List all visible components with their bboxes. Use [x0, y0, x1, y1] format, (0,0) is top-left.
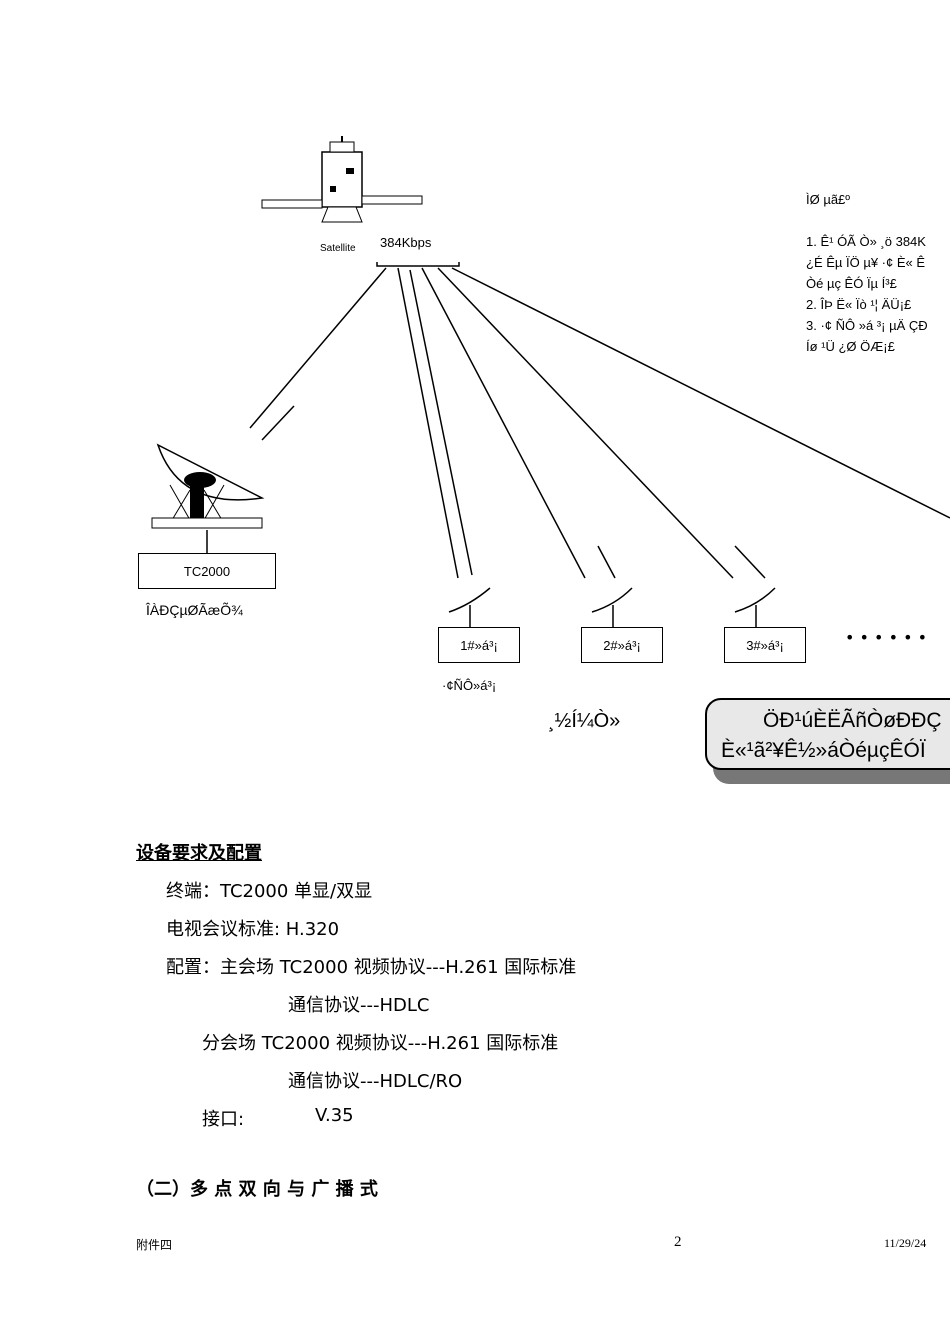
note-line: Íø ¹Ü ¿Ø ÖÆ¡£	[806, 339, 895, 354]
note-line: ¿É Êµ ÏÖ µ¥ ·¢ È« Ê	[806, 255, 926, 270]
bandwidth-label: 384Kbps	[380, 235, 432, 250]
satellite-label: Satellite	[320, 243, 356, 254]
note-line: 1. Ê¹ ÓÃ Ò» ¸ö 384K	[806, 234, 926, 249]
figure-caption: ¸½Í¼Ò»	[548, 710, 621, 732]
ellipsis: • • • • • •	[845, 628, 928, 647]
remote-station-box: 3#»á³¡	[724, 627, 806, 663]
subheading: （二）多 点 双 向 与 广 播 式	[136, 1179, 378, 1200]
body-line: 电视会议标准: H.320	[166, 919, 340, 940]
body-line: 配置：主会场 TC2000 视频协议---H.261 国际标准	[166, 957, 577, 978]
callout-line: ÖÐ¹úÈËÃñÒøÐÐÇ	[763, 709, 942, 732]
footer-date: 11/29/24	[884, 1236, 927, 1250]
body-line: 终端：TC2000 单显/双显	[166, 881, 373, 902]
callout-box: ÖÐ¹úÈËÃñÒøÐÐÇ È«¹ã²¥Ê½»áÒéµçÊÓÏ	[705, 698, 950, 770]
body-line: 接口:	[202, 1109, 245, 1130]
body-line: 分会场 TC2000 视频协议---H.261 国际标准	[202, 1033, 559, 1054]
callout-line: È«¹ã²¥Ê½»áÒéµçÊÓÏ	[721, 739, 926, 762]
features-note: ÌØ µã£º 1. Ê¹ ÓÃ Ò» ¸ö 384K ¿É Êµ ÏÖ µ¥ …	[806, 189, 928, 357]
note-line: 3. ·¢ ÑÔ »á ³¡ µÄ ÇÐ	[806, 318, 928, 333]
remote-station-box: 2#»á³¡	[581, 627, 663, 663]
main-station-caption: ÎÀÐÇµØÃæÕ¾	[146, 602, 243, 618]
remote-caption: ·¢ÑÔ»á³¡	[442, 678, 497, 693]
satellite-icon	[261, 136, 423, 223]
note-line: ÌØ µã£º	[806, 192, 851, 207]
note-line: 2. ÎÞ Ë« Ïò ¹¦ ÄÜ¡£	[806, 297, 912, 312]
section-heading: 设备要求及配置	[136, 843, 262, 864]
remote-station-box: 1#»á³¡	[438, 627, 520, 663]
main-station-box: TC2000	[138, 553, 276, 589]
page-number: 2	[674, 1234, 682, 1250]
satellite-dish-icon	[151, 443, 265, 529]
body-line: V.35	[315, 1105, 354, 1126]
body-line: 通信协议---HDLC/RO	[288, 1071, 463, 1092]
note-line: Òé µç ÊÓ Ïµ Í³£	[806, 276, 897, 291]
body-line: 通信协议---HDLC	[288, 995, 430, 1016]
network-diagram	[151, 136, 950, 627]
footer-left: 附件四	[136, 1238, 173, 1252]
